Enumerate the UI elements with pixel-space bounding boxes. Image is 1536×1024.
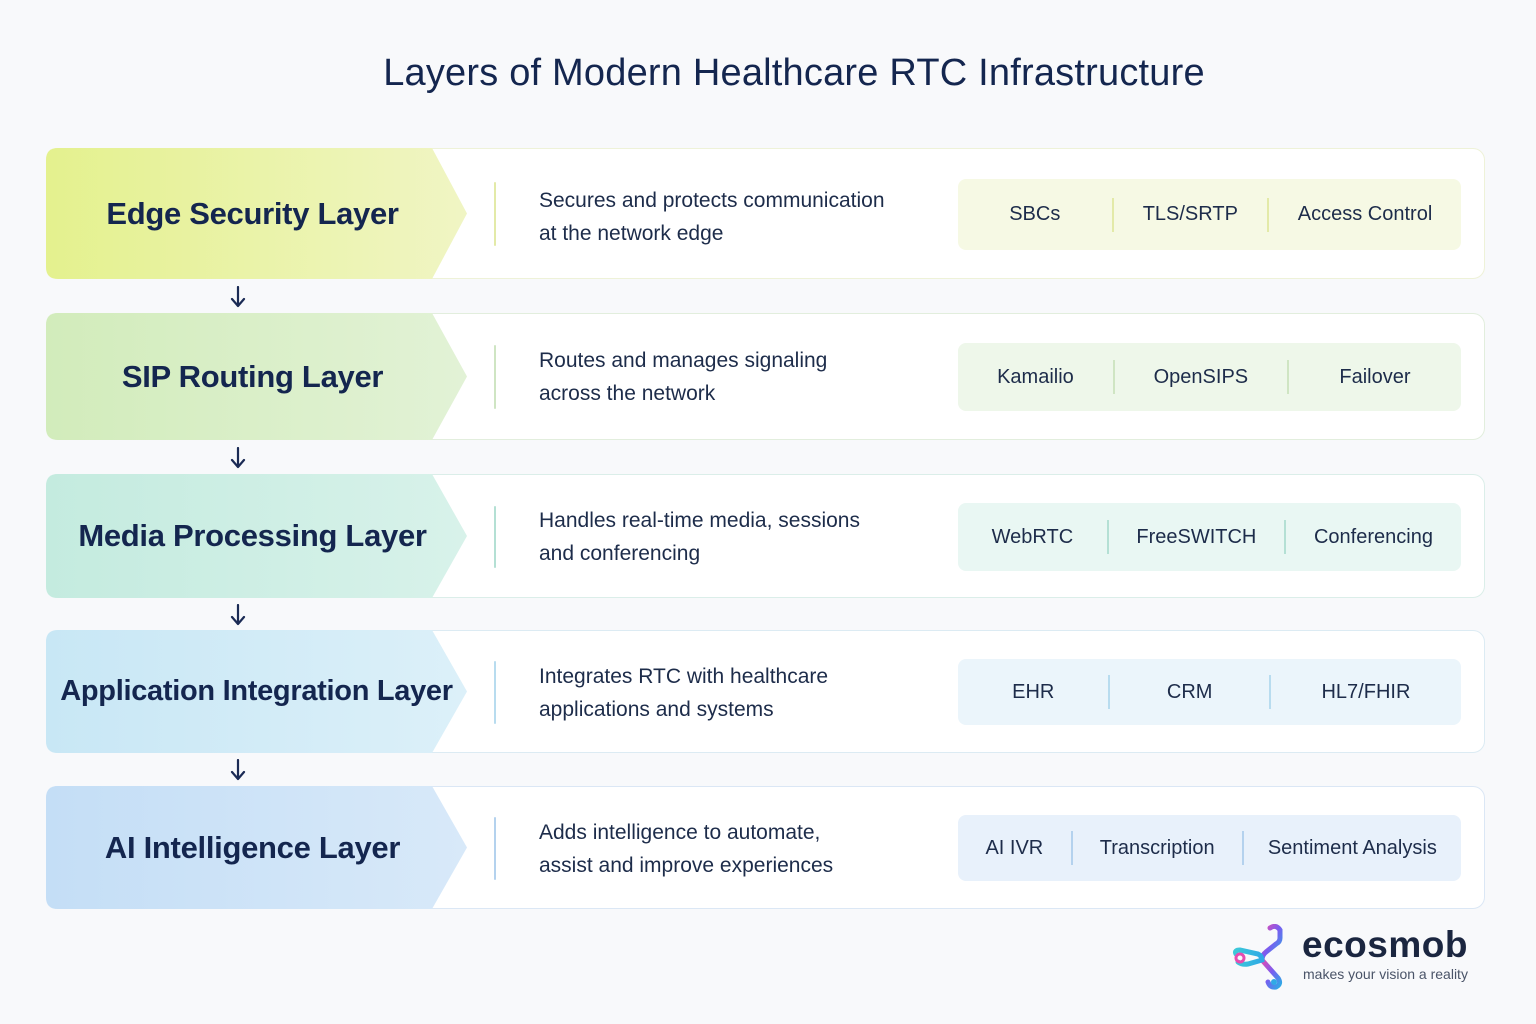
tag: HL7/FHIR [1321, 680, 1411, 703]
description-line: Secures and protects communication [539, 189, 885, 212]
tag: WebRTC [991, 525, 1074, 548]
tag: Access Control [1297, 203, 1433, 225]
description-line: Integrates RTC with healthcare [539, 665, 829, 688]
tag-divider [1070, 831, 1073, 865]
tag: Failover [1339, 365, 1411, 388]
tag-divider [1267, 197, 1270, 232]
layer-description: Integrates RTC with healthcare applicati… [539, 660, 939, 726]
tag-divider [1283, 520, 1286, 554]
logo-wordmark: ecosmob [1302, 924, 1468, 965]
description-line: Adds intelligence to automate, [539, 821, 821, 844]
description-line: assist and improve experiences [539, 854, 834, 877]
description-line: at the network edge [539, 222, 724, 245]
chevron-shape [46, 786, 467, 909]
layer-name: Edge Security Layer [106, 195, 399, 231]
tag: Kamailio [997, 365, 1074, 388]
chevron-shape [46, 474, 467, 598]
description-line: across the network [539, 382, 716, 405]
layer-description: Handles real-time media, sessions and co… [539, 504, 939, 570]
divider-line [494, 506, 496, 568]
tag: Conferencing [1313, 525, 1433, 548]
tag: OpenSIPS [1153, 365, 1249, 388]
chevron-shape [46, 313, 467, 440]
description-line: and conferencing [539, 542, 701, 565]
tag: TLS/SRTP [1142, 203, 1238, 225]
tag-divider [1106, 520, 1109, 554]
tag: CRM [1166, 680, 1213, 703]
layer-chevron: SIP Routing Layer [46, 313, 467, 440]
layer-chevron: Media Processing Layer [46, 474, 467, 598]
tag: EHR [1012, 680, 1055, 703]
tag-divider [1111, 197, 1114, 232]
layer-description: Secures and protects communication at th… [539, 184, 939, 250]
divider-line [494, 345, 496, 409]
tag: Sentiment Analysis [1267, 836, 1437, 859]
layer-card-application-integration: Application Integration Layer Integrates… [46, 630, 1485, 753]
description-line: Routes and manages signaling [539, 349, 828, 372]
description-line: applications and systems [539, 698, 774, 721]
tag-divider [1286, 360, 1289, 394]
layer-tags: WebRTC FreeSWITCH Conferencing [958, 503, 1461, 571]
layer-card-edge-security: Edge Security Layer Secures and protects… [46, 148, 1485, 279]
tag: Transcription [1099, 836, 1215, 859]
tag-divider [1112, 360, 1115, 394]
layer-card-media-processing: Media Processing Layer Handles real-time… [46, 474, 1485, 598]
tag: FreeSWITCH [1136, 525, 1257, 548]
layer-chevron: Edge Security Layer [46, 148, 467, 279]
layer-card-ai-intelligence: AI Intelligence Layer Adds intelligence … [46, 786, 1485, 909]
ecosmob-logo: ecosmob makes your vision a reality [1230, 924, 1490, 994]
layer-tags: EHR CRM HL7/FHIR [958, 659, 1461, 725]
divider-line [494, 661, 496, 724]
layer-tags: AI IVR Transcription Sentiment Analysis [958, 815, 1461, 881]
layer-name: AI Intelligence Layer [104, 829, 401, 865]
layer-chevron: AI Intelligence Layer [46, 786, 467, 909]
tag: AI IVR [985, 836, 1044, 859]
down-arrow-icon [230, 759, 246, 781]
description-line: Handles real-time media, sessions [539, 509, 860, 532]
tag: SBCs [1009, 203, 1061, 225]
tag-divider [1241, 831, 1244, 865]
tag-divider [1268, 675, 1271, 709]
ecosmob-logo-mark [1233, 924, 1283, 990]
tag-divider [1108, 675, 1111, 709]
down-arrow-icon [230, 604, 246, 626]
page-title: Layers of Modern Healthcare RTC Infrastr… [383, 52, 1205, 94]
layer-description: Routes and manages signaling across the … [539, 344, 939, 410]
logo-tagline: makes your vision a reality [1303, 966, 1468, 982]
layer-chevron: Application Integration Layer [46, 630, 467, 753]
divider-line [494, 182, 496, 246]
layer-name: SIP Routing Layer [121, 358, 384, 394]
down-arrow-icon [230, 447, 246, 469]
layer-name: Media Processing Layer [78, 518, 427, 553]
chevron-shape [46, 148, 467, 279]
chevron-shape [46, 630, 467, 753]
layer-tags: SBCs TLS/SRTP Access Control [958, 179, 1461, 250]
divider-line [494, 817, 496, 880]
layer-card-sip-routing: SIP Routing Layer Routes and manages sig… [46, 313, 1485, 440]
layer-tags: Kamailio OpenSIPS Failover [958, 343, 1461, 411]
layer-name: Application Integration Layer [60, 675, 453, 707]
layer-description: Adds intelligence to automate, assist an… [539, 816, 939, 882]
down-arrow-icon [230, 286, 246, 308]
